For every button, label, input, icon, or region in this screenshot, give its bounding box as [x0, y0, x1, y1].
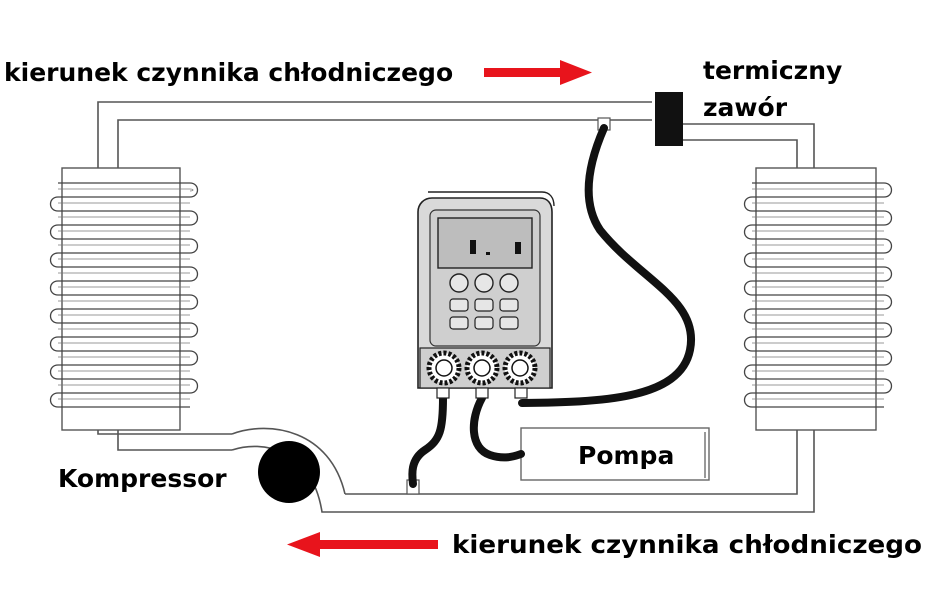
gauge-key [499, 298, 519, 312]
gauge-button [449, 273, 469, 293]
direction-label-bottom: kierunek czynnika chłodniczego [452, 530, 922, 559]
pump-label: Pompa [578, 441, 674, 470]
gauge-key [499, 316, 519, 330]
hose-to-top-port [518, 124, 696, 407]
manifold-gauge [417, 191, 555, 399]
hose-to-pump [469, 394, 525, 462]
valve-label-line2: zawór [703, 93, 788, 122]
hoses [408, 124, 696, 488]
arrow-left-icon [287, 532, 438, 557]
arrow-right-icon [484, 60, 592, 85]
gauge-button [499, 273, 519, 293]
pump-box [520, 427, 710, 481]
thermal-valve [655, 92, 683, 146]
direction-label-top: kierunek czynnika chłodniczego [4, 58, 453, 87]
compressor-body [258, 441, 320, 503]
gauge-key [474, 298, 494, 312]
gauge-key [449, 316, 469, 330]
pipe-loop [97, 101, 815, 513]
hose-to-bottom-port [408, 394, 447, 488]
gauge-key [449, 298, 469, 312]
compressor-label: Kompressor [58, 464, 227, 493]
valve-label-line1: termiczny [703, 56, 842, 85]
left-coil [49, 167, 199, 431]
gauge-key [474, 316, 494, 330]
gauge-button [474, 273, 494, 293]
right-coil [743, 167, 893, 431]
